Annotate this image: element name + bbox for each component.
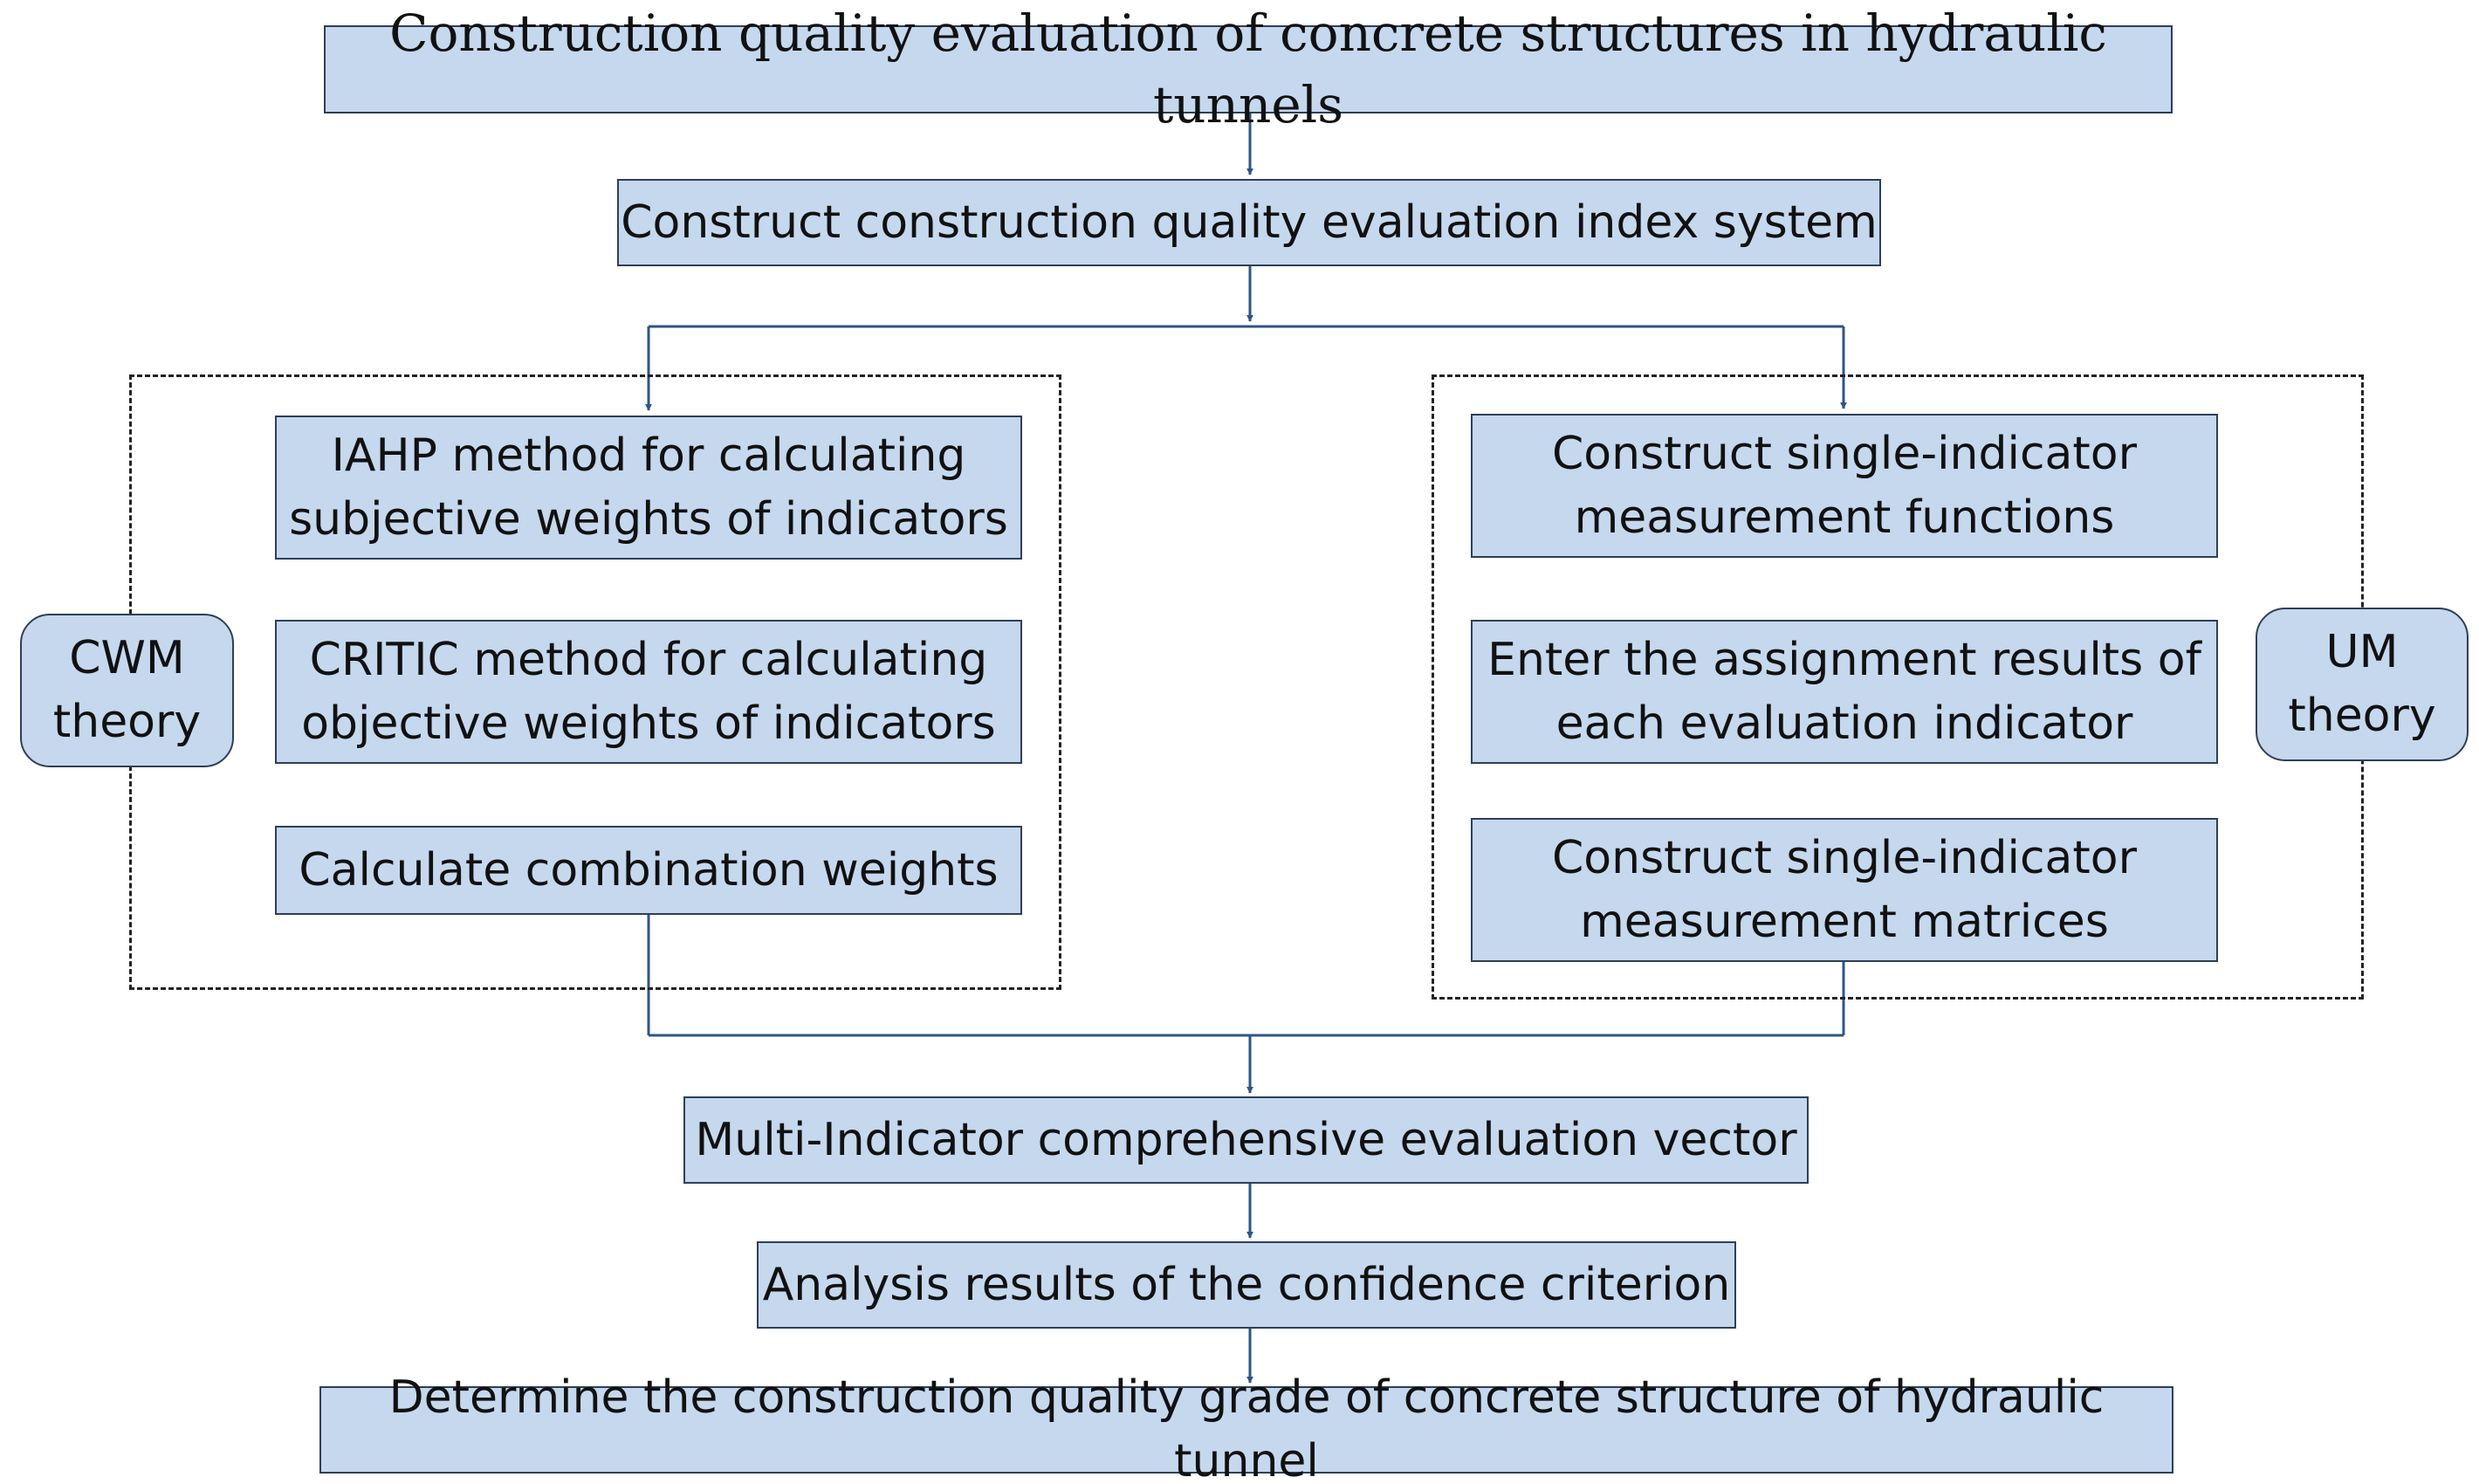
um-functions-box: Construct single-indicator measurement f… [1471, 414, 2218, 558]
confidence-analysis-box: Analysis results of the confidence crite… [757, 1241, 1736, 1329]
um-functions-line-2: measurement functions [1574, 491, 2115, 544]
title-box: Construction quality evaluation of concr… [324, 3, 2173, 134]
final-grade-text: Determine the construction quality grade… [388, 1371, 2105, 1484]
cwm-theory-label: CWM theory [20, 614, 234, 767]
um-matrices-line-1: Construct single-indicator [1551, 831, 2137, 884]
assignment-results-line-2: each evaluation indicator [1555, 697, 2133, 750]
combination-weights-text: Calculate combination weights [299, 843, 999, 897]
um-functions-line-1: Construct single-indicator [1551, 427, 2137, 480]
combination-weights-box: Calculate combination weights [275, 826, 1022, 915]
index-system-box: Construct construction quality evaluatio… [617, 179, 1881, 266]
um-theory-label: UM theory [2256, 608, 2469, 761]
critic-line-1: CRITIC method for calculating [309, 633, 988, 686]
assignment-results-line-1: Enter the assignment results of [1487, 633, 2201, 686]
evaluation-vector-box: Multi-Indicator comprehensive evaluation… [683, 1096, 1809, 1184]
index-system-text: Construct construction quality evaluatio… [621, 196, 1878, 249]
iahp-box: IAHP method for calculating subjective w… [275, 416, 1022, 560]
critic-box: CRITIC method for calculating objective … [275, 620, 1022, 764]
evaluation-vector-text: Multi-Indicator comprehensive evaluation… [695, 1113, 1797, 1166]
assignment-results-box: Enter the assignment results of each eva… [1471, 620, 2218, 764]
um-label-line-2: theory [2288, 690, 2436, 742]
critic-line-2: objective weights of indicators [301, 697, 996, 750]
iahp-line-1: IAHP method for calculating [331, 429, 966, 482]
cwm-label-line-1: CWM [69, 632, 185, 685]
iahp-line-2: subjective weights of indicators [289, 492, 1008, 546]
um-matrices-line-2: measurement matrices [1580, 895, 2109, 948]
cwm-label-line-2: theory [52, 696, 202, 748]
confidence-analysis-text: Analysis results of the confidence crite… [762, 1258, 1731, 1311]
final-grade-box: Determine the construction quality grade… [319, 1371, 2173, 1484]
um-matrices-box: Construct single-indicator measurement m… [1471, 818, 2218, 962]
um-label-line-1: UM [2325, 626, 2399, 679]
title-text: Construction quality evaluation of concr… [389, 3, 2107, 134]
